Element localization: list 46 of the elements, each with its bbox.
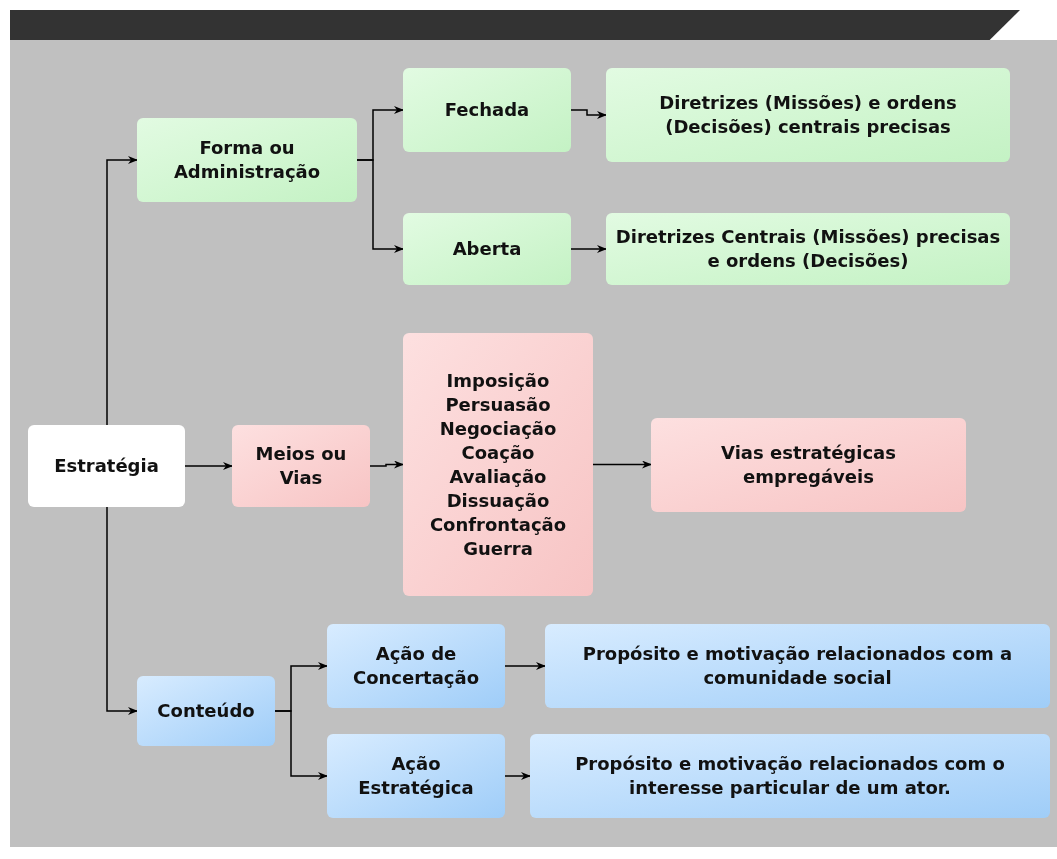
- process-box: [651, 418, 966, 512]
- box-text: Diretrizes (Missões) e ordens (Decisões) centrais precisas: [658, 91, 958, 139]
- process-box: [137, 676, 275, 746]
- arrow: [356, 159, 404, 253]
- box-text: Propósito e motivação relacionados com a comunidade social: [581, 642, 1014, 690]
- arrow: [570, 109, 607, 119]
- process-box: [606, 213, 1010, 285]
- arrow: [106, 506, 138, 715]
- box-text: Ação de Concertação: [351, 642, 481, 690]
- box-text: Persuasão: [445, 392, 551, 417]
- box-text: Avaliação: [449, 464, 547, 489]
- box-text: Coação: [461, 440, 535, 465]
- box-text: Estratégia: [54, 454, 159, 478]
- process-box: [403, 68, 571, 152]
- process-box: [403, 333, 593, 596]
- box-text: Aberta: [452, 237, 522, 261]
- arrow: [504, 662, 546, 670]
- box-text: Dissuação: [446, 488, 550, 513]
- process-box: [137, 118, 357, 202]
- box-text: Fechada: [444, 98, 530, 122]
- process-box: [327, 734, 505, 818]
- process-box: [530, 734, 1050, 818]
- process-box: [545, 624, 1050, 708]
- arrow: [369, 460, 404, 469]
- arrow: [570, 245, 607, 253]
- arrow: [274, 710, 328, 780]
- arrow: [106, 156, 138, 426]
- process-box: [606, 68, 1010, 162]
- process-box: [232, 425, 370, 507]
- box-text: Diretrizes Centrais (Missões) precisas e ordens (Decisões): [614, 225, 1002, 273]
- box-text: Ação Estratégica: [357, 752, 475, 800]
- process-box: [327, 624, 505, 708]
- arrow: [592, 460, 652, 469]
- process-box: [403, 213, 571, 285]
- box-text: Guerra: [463, 536, 533, 561]
- box-text: Meios ou Vias: [254, 442, 348, 490]
- arrow: [184, 462, 233, 470]
- box-text: Vias estratégicas empregáveis: [720, 441, 897, 489]
- box-text: Conteúdo: [157, 699, 255, 723]
- box-text: Propósito e motivação relacionados com o interesse particular de um ator.: [574, 752, 1006, 800]
- box-text: Imposição: [446, 368, 550, 393]
- arrow: [504, 772, 531, 780]
- box-text: Negociação: [439, 416, 557, 441]
- box-text: Forma ou Administração: [172, 136, 322, 184]
- box-text: Confrontação: [429, 512, 567, 537]
- process-box: [28, 425, 185, 507]
